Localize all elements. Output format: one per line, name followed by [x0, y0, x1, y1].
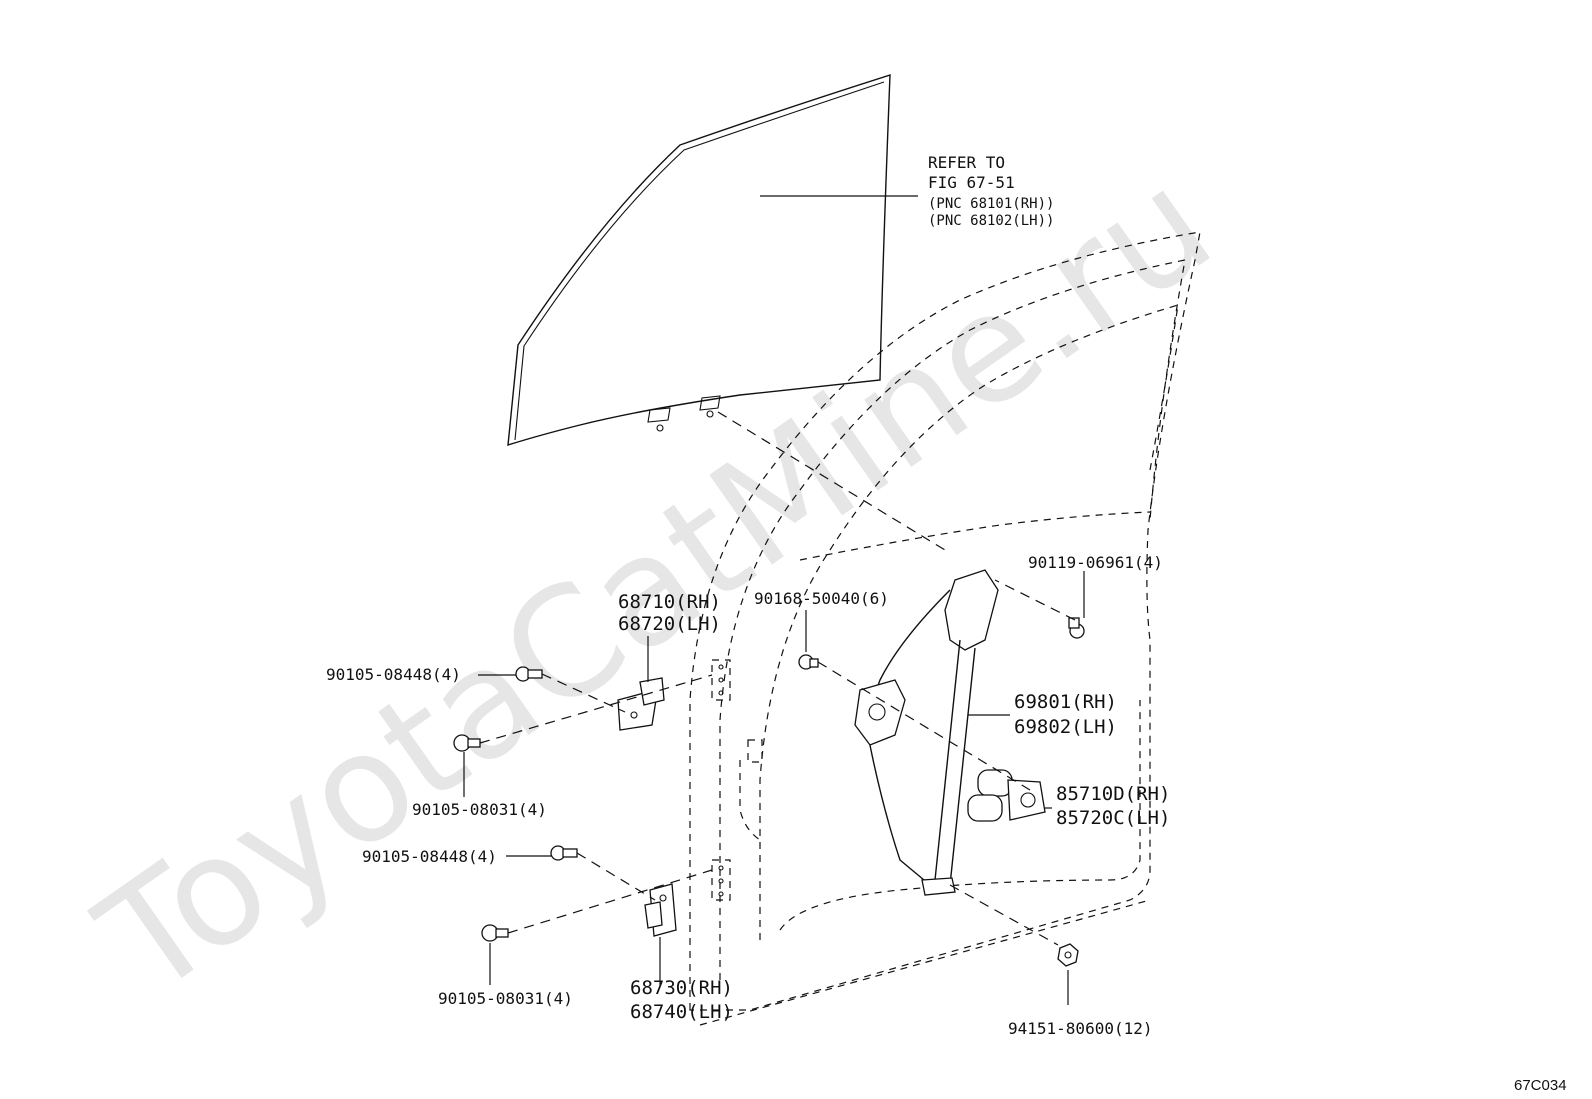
regulator-motor	[967, 769, 1046, 822]
label-94151-80600[interactable]: 94151-80600(12)	[1008, 1019, 1153, 1038]
assembly-lines	[479, 411, 1076, 946]
label-68740-lh[interactable]: 68740(LH)	[630, 1001, 733, 1023]
label-90105-08031-lower[interactable]: 90105-08031(4)	[438, 989, 573, 1008]
bolt-90168	[798, 654, 819, 670]
refer-note-line2: FIG 67-51	[928, 173, 1015, 192]
upper-hinge	[617, 677, 665, 731]
label-69802-lh[interactable]: 69802(LH)	[1014, 716, 1117, 738]
label-90105-08448-lower[interactable]: 90105-08448(4)	[362, 847, 497, 866]
label-85720c-lh[interactable]: 85720C(LH)	[1056, 807, 1170, 829]
label-90119-06961[interactable]: 90119-06961(4)	[1028, 553, 1163, 572]
label-68730-rh[interactable]: 68730(RH)	[630, 977, 733, 999]
label-68710-rh[interactable]: 68710(RH)	[618, 591, 721, 613]
label-69801-rh[interactable]: 69801(RH)	[1014, 691, 1117, 713]
window-glass	[507, 74, 891, 446]
refer-note-line3: (PNC 68101(RH))	[928, 196, 1054, 212]
window-regulator	[854, 569, 999, 896]
label-85710d-rh[interactable]: 85710D(RH)	[1056, 783, 1170, 805]
refer-note-line4: (PNC 68102(LH))	[928, 213, 1054, 229]
refer-note-line1: REFER TO	[928, 153, 1005, 172]
leader-lines	[463, 195, 1085, 1005]
label-90105-08031-upper[interactable]: 90105-08031(4)	[412, 800, 547, 819]
nut-94151	[1057, 943, 1079, 967]
label-68720-lh[interactable]: 68720(LH)	[618, 613, 721, 635]
bolt-lower-08031	[481, 924, 509, 942]
bolt-90119	[1068, 617, 1085, 639]
door-panel	[689, 231, 1201, 1026]
lower-hinge	[644, 883, 677, 937]
figure-code: 67C034	[1514, 1077, 1567, 1094]
label-90168-50040[interactable]: 90168-50040(6)	[754, 589, 889, 608]
label-90105-08448-upper[interactable]: 90105-08448(4)	[326, 665, 461, 684]
bolt-lower-08448	[550, 845, 578, 861]
